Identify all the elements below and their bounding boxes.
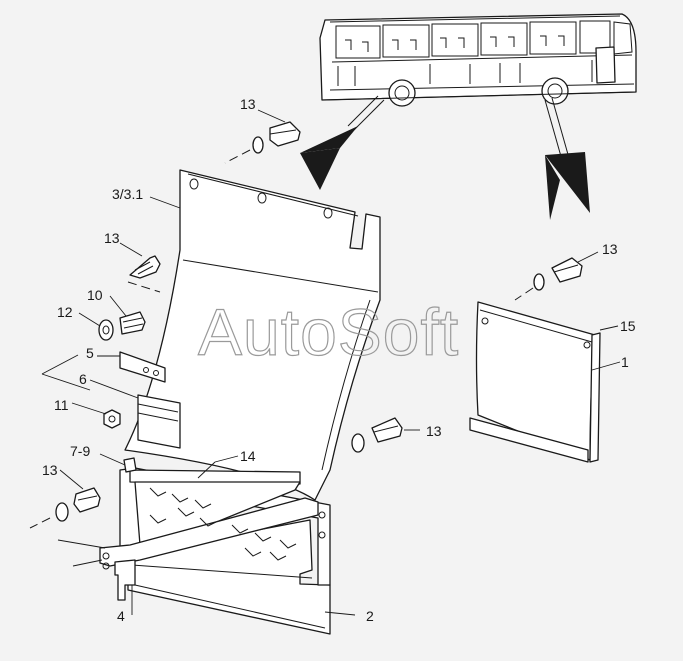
bus-illustration	[319, 13, 637, 107]
bracket-slots	[149, 487, 297, 561]
callout-4: 4	[117, 608, 125, 624]
indicator-arrow-rear	[300, 95, 385, 190]
leader-lines	[41, 109, 621, 616]
mud-flap-1	[469, 301, 601, 463]
bolt-13-left-upper	[127, 255, 161, 293]
callout-13-left-lower: 13	[42, 462, 58, 478]
callout-15: 15	[620, 318, 636, 334]
indicator-arrow-front	[544, 97, 590, 220]
callout-labels: 13 3/3.1 13 10 12 5 6 11 7-9 14 13 4 2 1…	[42, 96, 636, 624]
bolt-13-right	[514, 257, 583, 301]
bus-front-wheel	[541, 77, 569, 105]
bolt-13-top	[224, 121, 301, 164]
nut-11	[103, 409, 121, 429]
callout-7-9: 7-9	[70, 443, 90, 459]
bus-rear-wheel	[388, 79, 416, 107]
callout-13-left-upper: 13	[104, 230, 120, 246]
callout-13-top: 13	[240, 96, 256, 112]
callout-13-right: 13	[602, 241, 618, 257]
bolt-13-left-lower	[29, 487, 101, 529]
fastener-7-9	[123, 457, 137, 473]
washer-12	[98, 319, 114, 341]
callout-6: 6	[79, 371, 87, 387]
callout-10: 10	[87, 287, 103, 303]
bracket-strip-5	[119, 351, 166, 383]
callout-14: 14	[240, 448, 256, 464]
callout-2: 2	[366, 608, 374, 624]
callout-1: 1	[621, 354, 629, 370]
watermark: AutoSoft	[198, 295, 459, 369]
clamp-plate-6	[137, 394, 181, 449]
bolt-10	[119, 311, 146, 335]
callout-11: 11	[54, 397, 69, 413]
bracket-frame-14	[99, 467, 331, 601]
callout-12: 12	[57, 304, 73, 320]
mud-flap-panel-3	[124, 169, 381, 501]
bolt-13-middle	[351, 417, 403, 453]
callout-5: 5	[86, 345, 94, 361]
bus-windows	[335, 20, 633, 59]
callout-13-middle: 13	[426, 423, 442, 439]
callout-3-3-1: 3/3.1	[112, 186, 143, 202]
